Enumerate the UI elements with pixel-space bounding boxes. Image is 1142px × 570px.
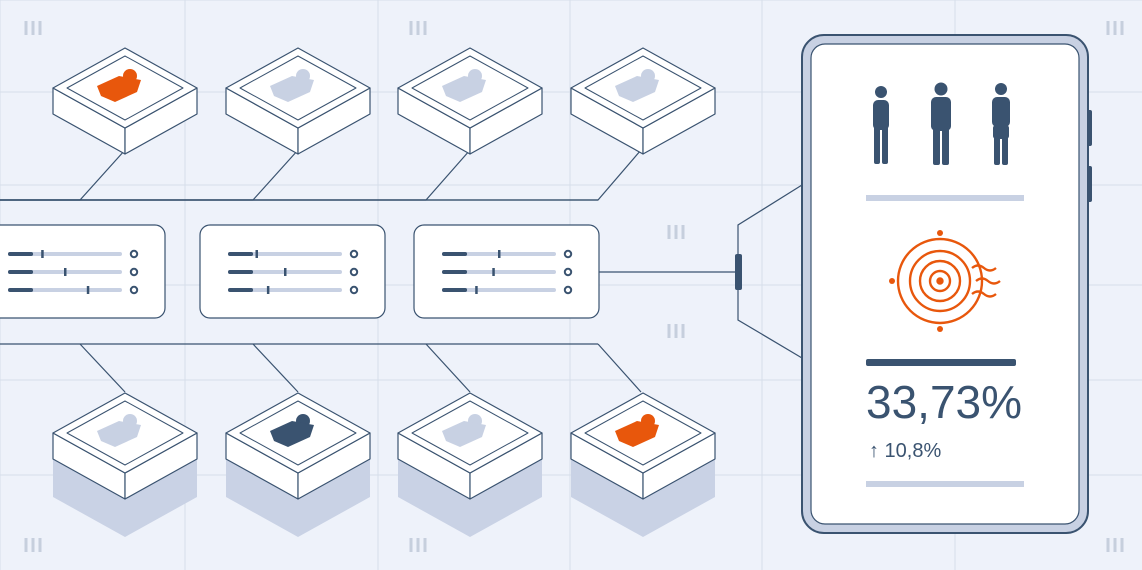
device-box [52, 47, 198, 155]
slider [8, 285, 139, 295]
device-box [570, 47, 716, 155]
person-icon [97, 69, 141, 102]
connector-top [0, 149, 471, 201]
phone-divider [866, 195, 1024, 201]
device-box [397, 392, 543, 500]
metric-value: 33,73% [866, 376, 1022, 428]
slider [228, 267, 359, 277]
slider-dot [349, 267, 359, 277]
metric-change: ↑ 10,8% [869, 440, 941, 462]
tick-mark [1106, 538, 1124, 552]
connector-phone-funnel [737, 184, 803, 359]
phone: 33,73% ↑ 10,8% [801, 34, 1092, 534]
metric-bar [866, 359, 1016, 366]
device-box [397, 47, 543, 155]
slider [228, 249, 359, 259]
signal-target-icon [889, 230, 1001, 332]
tick-mark [1106, 21, 1124, 35]
slider [442, 249, 573, 259]
tick-mark [667, 324, 685, 338]
slider-dot [129, 267, 139, 277]
device-box [225, 392, 371, 500]
tick-mark [409, 21, 427, 35]
person-icon [442, 69, 486, 102]
person-icon [615, 414, 659, 447]
slider-dot [349, 285, 359, 295]
connector-lines [0, 149, 803, 393]
box-shadow [398, 459, 542, 537]
device-box [225, 47, 371, 155]
connector-bottom [79, 343, 126, 393]
connector-top [0, 149, 126, 201]
phone-side-button [1087, 110, 1092, 146]
slider [442, 285, 573, 295]
device-box [52, 392, 198, 500]
slider-dot [129, 249, 139, 259]
person-icon [97, 414, 141, 447]
device-boxes [52, 47, 716, 500]
slider [8, 249, 139, 259]
person-icon [270, 414, 314, 447]
phone-divider [866, 481, 1024, 487]
slider [8, 267, 139, 277]
phone-side-button [1087, 166, 1092, 202]
slider-dot [563, 285, 573, 295]
connector-top [0, 149, 299, 201]
connector-bottom [252, 343, 299, 393]
box-shadow [53, 459, 197, 537]
slider-dot [563, 249, 573, 259]
tick-mark [24, 538, 42, 552]
person-icon [615, 69, 659, 102]
connector-bottom [425, 343, 471, 393]
settings-panel [0, 224, 166, 319]
person-icon [931, 82, 951, 165]
slider-dot [349, 249, 359, 259]
settings-panel [413, 224, 600, 319]
box-shadows [53, 459, 715, 537]
person-icon [442, 414, 486, 447]
decorative-tick-marks [24, 21, 1124, 552]
settings-panel [199, 224, 386, 319]
tick-mark [667, 225, 685, 239]
person-icon [270, 69, 314, 102]
slider-dot [129, 285, 139, 295]
slider [228, 285, 359, 295]
tick-mark [409, 538, 427, 552]
slider-dot [563, 267, 573, 277]
settings-panels [0, 224, 600, 319]
phone-port [735, 254, 742, 290]
person-icon [873, 86, 889, 164]
device-box [570, 392, 716, 500]
connector-bottom [597, 343, 642, 393]
box-shadow [226, 459, 370, 537]
tick-mark [24, 21, 42, 35]
box-shadow [571, 459, 715, 537]
slider [442, 267, 573, 277]
person-icon [992, 83, 1010, 165]
connector-top [0, 149, 642, 201]
